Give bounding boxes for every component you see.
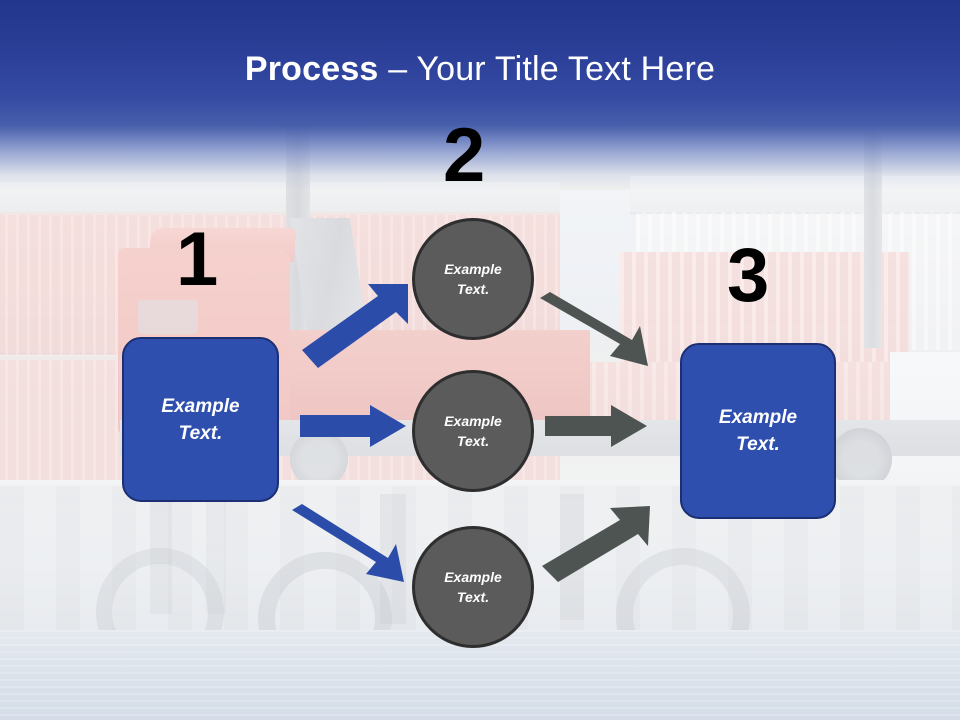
process-circle-3-text: Example Text. [444, 567, 502, 607]
process-circle-2-line2: Text. [456, 433, 490, 449]
process-circle-3[interactable]: Example Text. [412, 526, 534, 648]
process-circle-3-line1: Example [444, 569, 502, 585]
arrow-circle-3-to-box-right [542, 506, 650, 582]
process-circle-1-text: Example Text. [444, 259, 502, 299]
process-circle-1-line2: Text. [456, 281, 490, 297]
process-box-left-line1: Example [161, 395, 240, 417]
step-number-2: 2 [443, 113, 486, 198]
page-title: Process – Your Title Text Here [0, 48, 960, 90]
photo-container-white-far-right [890, 352, 960, 482]
step-number-1: 1 [176, 217, 219, 302]
process-box-left[interactable]: Example Text. [122, 337, 279, 502]
step-number-3: 3 [727, 233, 770, 318]
process-circle-2-line1: Example [444, 413, 502, 429]
process-box-right-line2: Text. [736, 434, 780, 455]
process-box-right-text: Example Text. [719, 404, 797, 458]
arrow-circle-1-to-box-right [540, 292, 648, 366]
arrow-box-left-to-circle-3 [292, 504, 404, 582]
process-circle-2-text: Example Text. [444, 411, 502, 451]
process-box-left-line2: Text. [178, 422, 223, 444]
photo-truck-window [138, 300, 198, 334]
process-box-right[interactable]: Example Text. [680, 343, 836, 519]
process-circle-2[interactable]: Example Text. [412, 370, 534, 492]
arrow-circle-2-to-box-right [545, 405, 647, 447]
title-rest-part: – Your Title Text Here [378, 50, 716, 88]
process-box-right-line1: Example [718, 407, 798, 428]
title-bold-part: Process [244, 50, 379, 88]
title-banner [0, 0, 960, 190]
process-circle-1[interactable]: Example Text. [412, 218, 534, 340]
process-circle-3-line2: Text. [456, 589, 490, 605]
arrow-box-left-to-circle-1 [302, 284, 408, 368]
process-circle-1-line1: Example [444, 261, 502, 277]
process-box-left-text: Example Text. [161, 393, 239, 447]
arrow-box-left-to-circle-2 [300, 405, 406, 447]
